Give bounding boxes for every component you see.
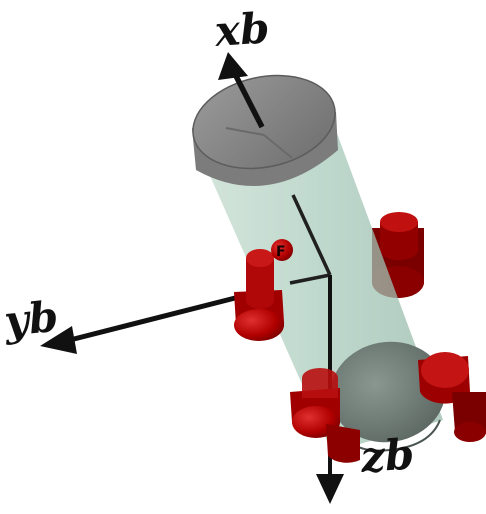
z-axis-label: zb bbox=[358, 429, 416, 482]
marker-label: F bbox=[276, 244, 286, 260]
x-axis-label: xb bbox=[212, 3, 271, 56]
y-axis-label: yb bbox=[1, 292, 61, 346]
thruster-bottom-right bbox=[418, 352, 486, 442]
y-axis bbox=[40, 296, 243, 354]
